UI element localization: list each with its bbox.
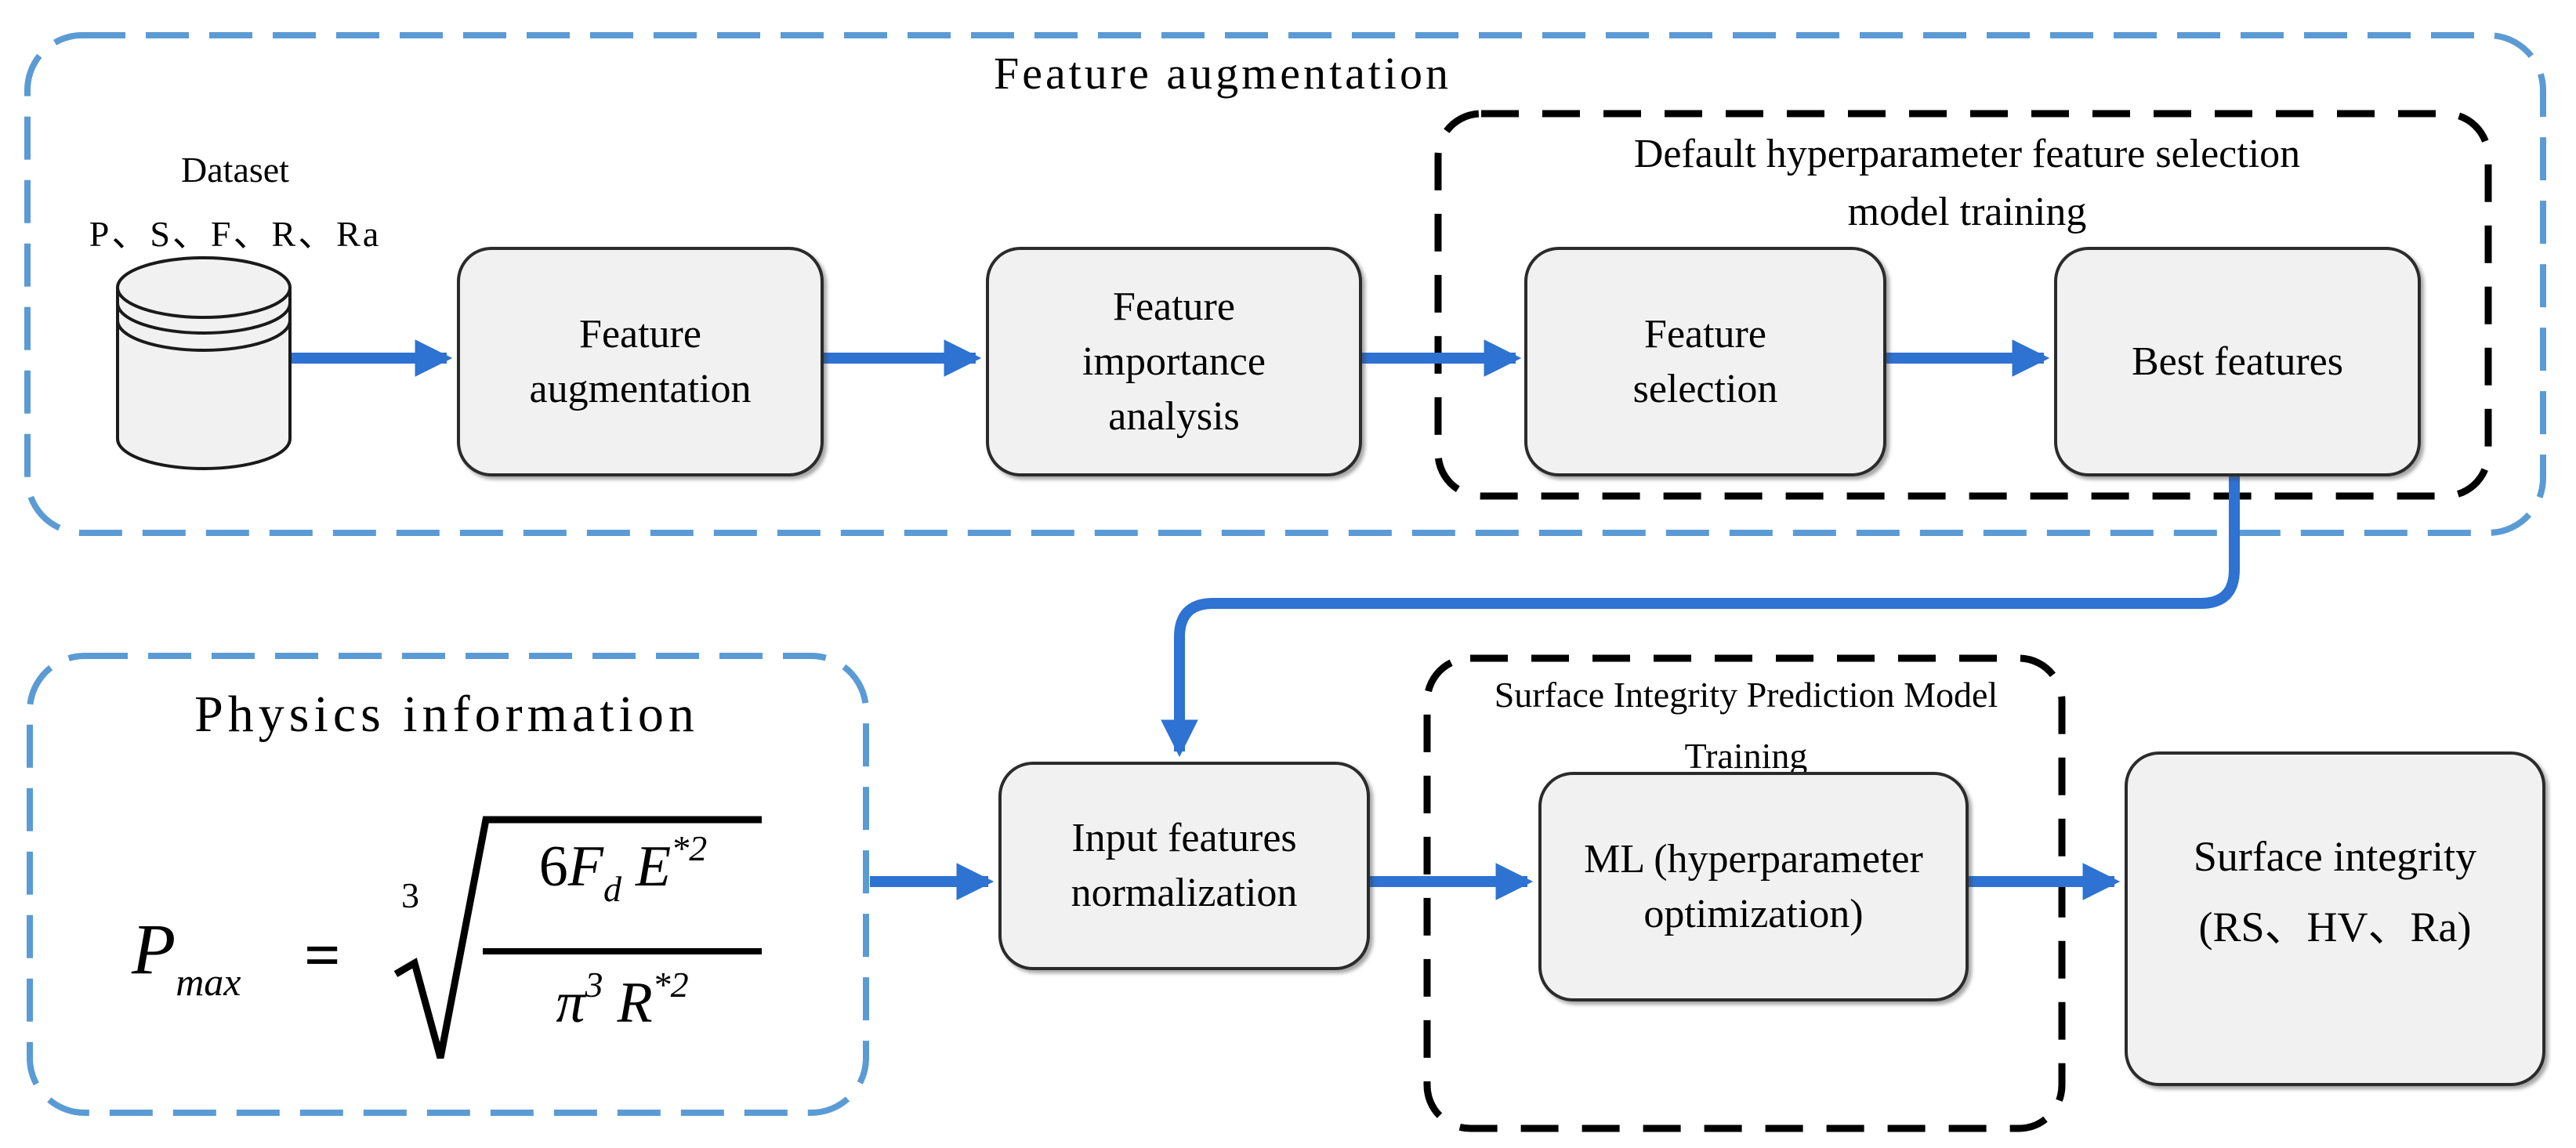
formula-fraction-bar xyxy=(483,948,762,954)
section-title-feature-augmentation: Feature augmentation xyxy=(993,48,1452,99)
formula-lhs-subscript: max xyxy=(176,960,241,1004)
cube-root-radical-icon xyxy=(393,816,762,1059)
node-ml-hyperparameter-optimization-label: ML (hyperparameter optimization) xyxy=(1584,836,1923,936)
database-cylinder-icon xyxy=(116,256,292,470)
formula-force-symbol: F xyxy=(567,835,603,899)
node-surface-integrity-output-label: Surface integrity (RS、HV、Ra) xyxy=(2193,832,2477,951)
physics-information-group-border xyxy=(27,653,869,1116)
node-feature-augmentation-label: Feature augmentation xyxy=(529,311,752,411)
node-feature-selection-label: Feature selection xyxy=(1632,311,1778,411)
dataset-variables-label: P、S、F、R、Ra xyxy=(89,214,382,254)
formula-root-index: 3 xyxy=(401,875,419,915)
node-best-features-label: Best features xyxy=(2131,339,2343,384)
node-feature-importance-analysis-label: Feature importance analysis xyxy=(1082,284,1266,439)
node-best-features: Best features xyxy=(2054,247,2421,476)
formula-equals-sign: = xyxy=(304,919,341,990)
formula-lhs-symbol: P xyxy=(132,909,176,989)
feature-augmentation-group-border xyxy=(24,32,2546,536)
training-group-label: Surface Integrity Prediction Model Train… xyxy=(1494,675,1998,776)
node-feature-selection: Feature selection xyxy=(1524,247,1886,476)
node-surface-integrity-output: Surface integrity (RS、HV、Ra) xyxy=(2125,751,2545,1086)
formula-force-subscript: d xyxy=(603,869,621,909)
physics-information-title: Physics information xyxy=(194,686,699,743)
formula-radius-symbol: R xyxy=(617,971,653,1035)
formula-pi-symbol: π xyxy=(556,971,585,1035)
node-input-features-normalization: Input features normalization xyxy=(998,762,1370,970)
formula-modulus-exponent: *2 xyxy=(671,828,708,868)
arrow-best-features-to-input-normalization xyxy=(1161,471,2240,758)
selection-group-label: Default hyperparameter feature selection… xyxy=(1633,132,2301,234)
node-ml-hyperparameter-optimization: ML (hyperparameter optimization) xyxy=(1538,772,1969,1001)
formula-numerator-coefficient: 6 xyxy=(538,835,568,899)
formula-radius-exponent: *2 xyxy=(652,965,689,1005)
dataset-label: Dataset xyxy=(181,150,289,190)
formula-modulus-symbol: E xyxy=(636,835,672,899)
formula-pi-exponent: 3 xyxy=(585,965,603,1005)
model-training-group-border xyxy=(1423,654,2066,1132)
node-feature-augmentation: Feature augmentation xyxy=(457,247,824,476)
formula-lhs: Pmax xyxy=(132,907,241,1005)
node-input-features-normalization-label: Input features normalization xyxy=(1071,816,1298,915)
node-feature-importance-analysis: Feature importance analysis xyxy=(986,247,1362,476)
feature-selection-group-border xyxy=(1434,110,2492,500)
